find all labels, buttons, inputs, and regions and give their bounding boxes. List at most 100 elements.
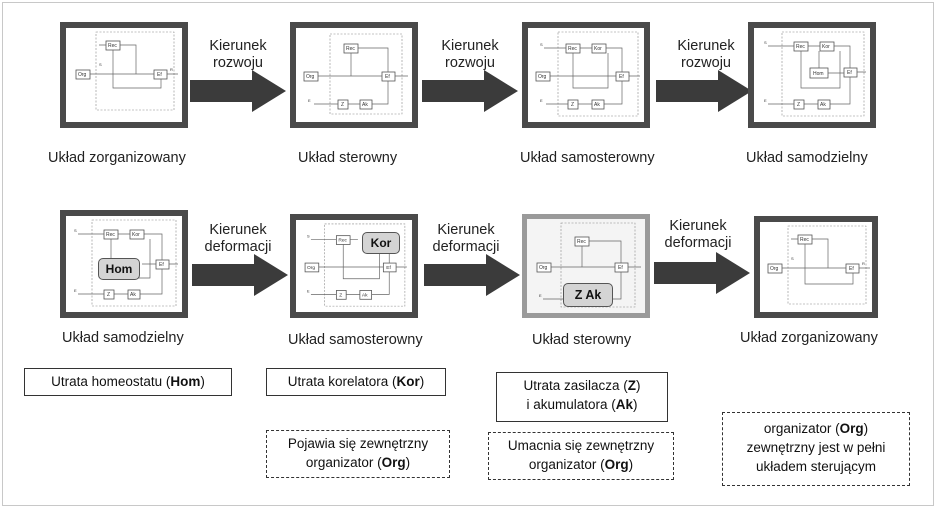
svg-text:S: S	[99, 62, 102, 67]
caption-bottom-2: Układ samosterowny	[288, 332, 423, 348]
note-loss-homeostat: Utrata homeostatu (Hom)	[24, 368, 232, 396]
svg-text:Ef: Ef	[159, 262, 164, 268]
arrow-deformation-3	[654, 252, 750, 294]
svg-text:Rec: Rec	[568, 46, 577, 52]
arrow-label-bottom-1: Kierunek deformacji	[194, 222, 282, 256]
arrow-label-line-1: Kierunek	[677, 38, 735, 54]
svg-text:E: E	[539, 293, 542, 298]
arrow-label-bottom-3: Kierunek deformacji	[654, 218, 742, 252]
svg-text:Org: Org	[538, 74, 547, 80]
svg-text:S: S	[764, 40, 767, 45]
svg-text:Ef: Ef	[157, 72, 162, 78]
note-loss-supply-accumulator: Utrata zasilacza (Z) i akumulatora (Ak)	[496, 372, 668, 422]
arrow-label-line-2: rozwoju	[213, 55, 263, 71]
svg-text:Z: Z	[107, 292, 110, 298]
svg-text:Ak: Ak	[130, 292, 136, 298]
svg-text:S: S	[791, 256, 794, 261]
diagram-organized-top: Org Rec Ef S R	[60, 22, 188, 128]
arrow-development-2	[422, 70, 518, 112]
svg-text:Ef: Ef	[619, 74, 624, 80]
svg-text:R: R	[170, 67, 173, 72]
note-external-organizer-full-control: organizator (Org) zewnętrzny jest w pełn…	[722, 412, 910, 486]
diagram-self-controlled-bottom: Org Rec Ef Z Ak S E Kor	[290, 214, 418, 318]
caption-top-4: Układ samodzielny	[746, 150, 868, 166]
svg-text:Ef: Ef	[618, 265, 623, 271]
svg-text:E: E	[308, 98, 311, 103]
svg-text:Rec: Rec	[577, 239, 586, 245]
arrow-label-line-1: Kierunek	[441, 38, 499, 54]
arrow-label-top-3: Kierunek rozwoju	[664, 38, 748, 72]
diagram-autonomous-top: Rec Kor Hom Ef Z Ak S E	[748, 22, 876, 128]
svg-text:Ef: Ef	[385, 74, 390, 80]
diagram-controlled-bottom: Org Rec Ef E Z Ak	[522, 214, 650, 318]
svg-text:Ak: Ak	[594, 102, 600, 108]
diagram-self-controlled-top: Org Rec Kor Ef Z Ak S E	[522, 22, 650, 128]
arrow-label-top-1: Kierunek rozwoju	[196, 38, 280, 72]
svg-text:Ak: Ak	[820, 102, 826, 108]
svg-text:Rec: Rec	[796, 44, 805, 50]
svg-text:Hom: Hom	[813, 71, 824, 77]
svg-text:Kor: Kor	[822, 44, 830, 50]
svg-text:Ak: Ak	[362, 102, 368, 108]
arrow-label-line-2: rozwoju	[681, 55, 731, 71]
arrow-label-line-1: Kierunek	[669, 218, 727, 234]
arrow-label-bottom-2: Kierunek deformacji	[422, 222, 510, 256]
arrow-label-line-2: rozwoju	[445, 55, 495, 71]
arrow-label-line-2: deformacji	[664, 235, 732, 251]
caption-top-1: Układ zorganizowany	[48, 150, 186, 166]
note-external-organizer-strengthens: Umacnia się zewnętrzny organizator (Org)	[488, 432, 674, 480]
svg-text:Ef: Ef	[847, 70, 852, 76]
arrow-development-3	[656, 70, 752, 112]
diagram-organized-bottom: Org Rec Ef S R	[754, 216, 878, 318]
svg-text:Z: Z	[341, 102, 344, 108]
svg-text:Z: Z	[571, 102, 574, 108]
arrow-label-top-2: Kierunek rozwoju	[428, 38, 512, 72]
arrow-label-line-1: Kierunek	[209, 222, 267, 238]
caption-bottom-1: Układ samodzielny	[62, 330, 184, 346]
caption-top-3: Układ samosterowny	[520, 150, 655, 166]
diagram-autonomous-bottom: Rec Kor Ef Z Ak S E Hom	[60, 210, 188, 318]
arrow-label-line-2: deformacji	[432, 239, 500, 255]
caption-bottom-4: Układ zorganizowany	[740, 330, 878, 346]
caption-bottom-3: Układ sterowny	[532, 332, 632, 348]
arrow-label-line-2: deformacji	[204, 239, 272, 255]
arrow-development-1	[190, 70, 286, 112]
svg-text:Rec: Rec	[346, 46, 355, 52]
svg-text:Org: Org	[539, 265, 548, 271]
svg-text:E: E	[74, 288, 77, 293]
diagram-controlled-top: Org Rec Ef Z Ak E	[290, 22, 418, 128]
z-ak-highlight: Z Ak	[563, 283, 613, 307]
caption-top-2: Układ sterowny	[298, 150, 398, 166]
arrow-deformation-1	[192, 254, 288, 296]
svg-text:Ak: Ak	[362, 292, 368, 298]
kor-highlight: Kor	[362, 232, 400, 254]
svg-text:Rec: Rec	[106, 232, 115, 238]
svg-text:S: S	[307, 234, 310, 239]
svg-text:Z: Z	[797, 102, 800, 108]
arrow-label-line-1: Kierunek	[209, 38, 267, 54]
svg-text:S: S	[540, 42, 543, 47]
svg-text:Rec: Rec	[108, 43, 117, 49]
svg-text:Z: Z	[339, 292, 342, 298]
hom-highlight: Hom	[98, 258, 140, 280]
svg-text:R: R	[862, 261, 865, 266]
svg-text:S: S	[74, 228, 77, 233]
svg-text:Ef: Ef	[386, 265, 391, 271]
note-loss-correlator: Utrata korelatora (Kor)	[266, 368, 446, 396]
svg-text:E: E	[307, 288, 310, 293]
svg-text:Org: Org	[770, 266, 779, 272]
svg-text:Org: Org	[306, 74, 315, 80]
svg-text:Kor: Kor	[132, 232, 140, 238]
arrow-deformation-2	[424, 254, 520, 296]
svg-text:E: E	[540, 98, 543, 103]
svg-text:Ef: Ef	[849, 266, 854, 272]
svg-text:Kor: Kor	[594, 46, 602, 52]
arrow-label-line-1: Kierunek	[437, 222, 495, 238]
svg-text:Org: Org	[78, 72, 87, 78]
svg-text:Rec: Rec	[800, 237, 809, 243]
svg-text:Rec: Rec	[338, 238, 347, 244]
svg-text:E: E	[764, 98, 767, 103]
svg-text:Org: Org	[307, 265, 315, 271]
note-external-organizer-appears: Pojawia się zewnętrzny organizator (Org)	[266, 430, 450, 478]
